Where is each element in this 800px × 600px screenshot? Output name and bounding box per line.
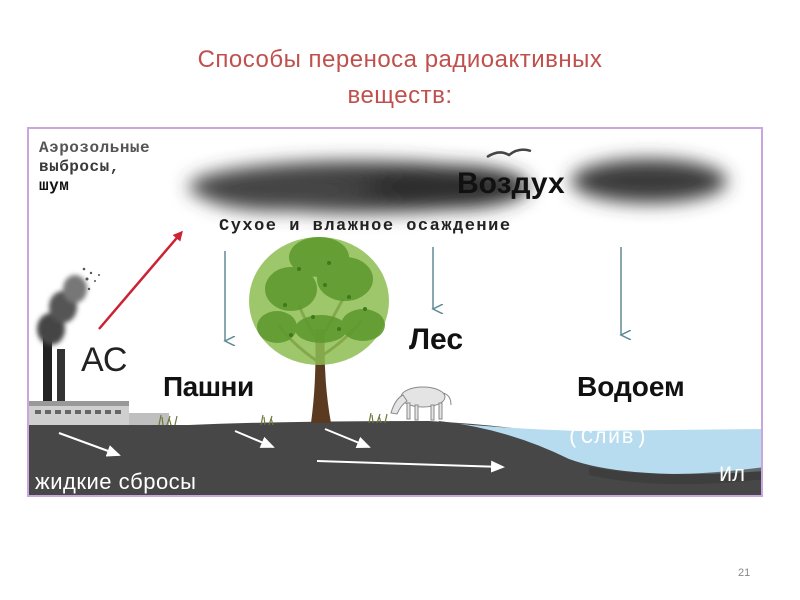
deposition-label: Сухое и влажное осаждение [219,217,512,236]
aerosol-line-2: выбросы, [39,158,120,176]
page-number: 21 [738,567,751,579]
air-label: Воздух [457,167,565,200]
water-body-label: Водоем [577,371,685,402]
horse-icon [390,386,452,421]
slide-title-line-2: веществ: [347,82,453,109]
slide-title-line-1: Способы переноса радиоактивных [197,46,603,73]
discharge-arrow-1 [58,432,121,457]
liquid-discharge-label: жидкие сбросы [35,469,197,494]
cloud-right [571,159,727,203]
diagram-canvas [29,148,761,495]
emission-arrow [98,230,183,330]
tree-icon [249,237,389,423]
discharge-arrow-4 [316,460,505,473]
nuclear-plant-label: АС [81,341,128,379]
slide-title: Способы переноса радиоактивных веществ: [0,42,800,114]
silt-label: Ил [719,463,746,488]
forest-label: Лес [409,323,464,356]
aerosol-line-3: шум [39,177,70,195]
bird-icon [486,148,532,159]
deposition-arrows [225,247,621,341]
liquid-discharge-arrows [58,428,505,473]
aerosol-line-1: Аэрозольные [39,139,151,157]
discharge-arrow-2 [234,430,275,448]
silt-layer [589,467,761,485]
discharge-arrow-3 [324,428,371,449]
cloud-left [189,161,529,213]
drain-label: (Слив) [567,427,649,450]
nuclear-plant-icon [29,267,169,425]
fields-label: Пашни [163,371,254,402]
ground [29,421,549,495]
diagram-frame: Аэрозольные выбросы, шум Воздух Сухое и … [27,127,763,497]
aerosol-emissions-label: Аэрозольные выбросы, шум [39,139,150,196]
grass [158,412,388,426]
